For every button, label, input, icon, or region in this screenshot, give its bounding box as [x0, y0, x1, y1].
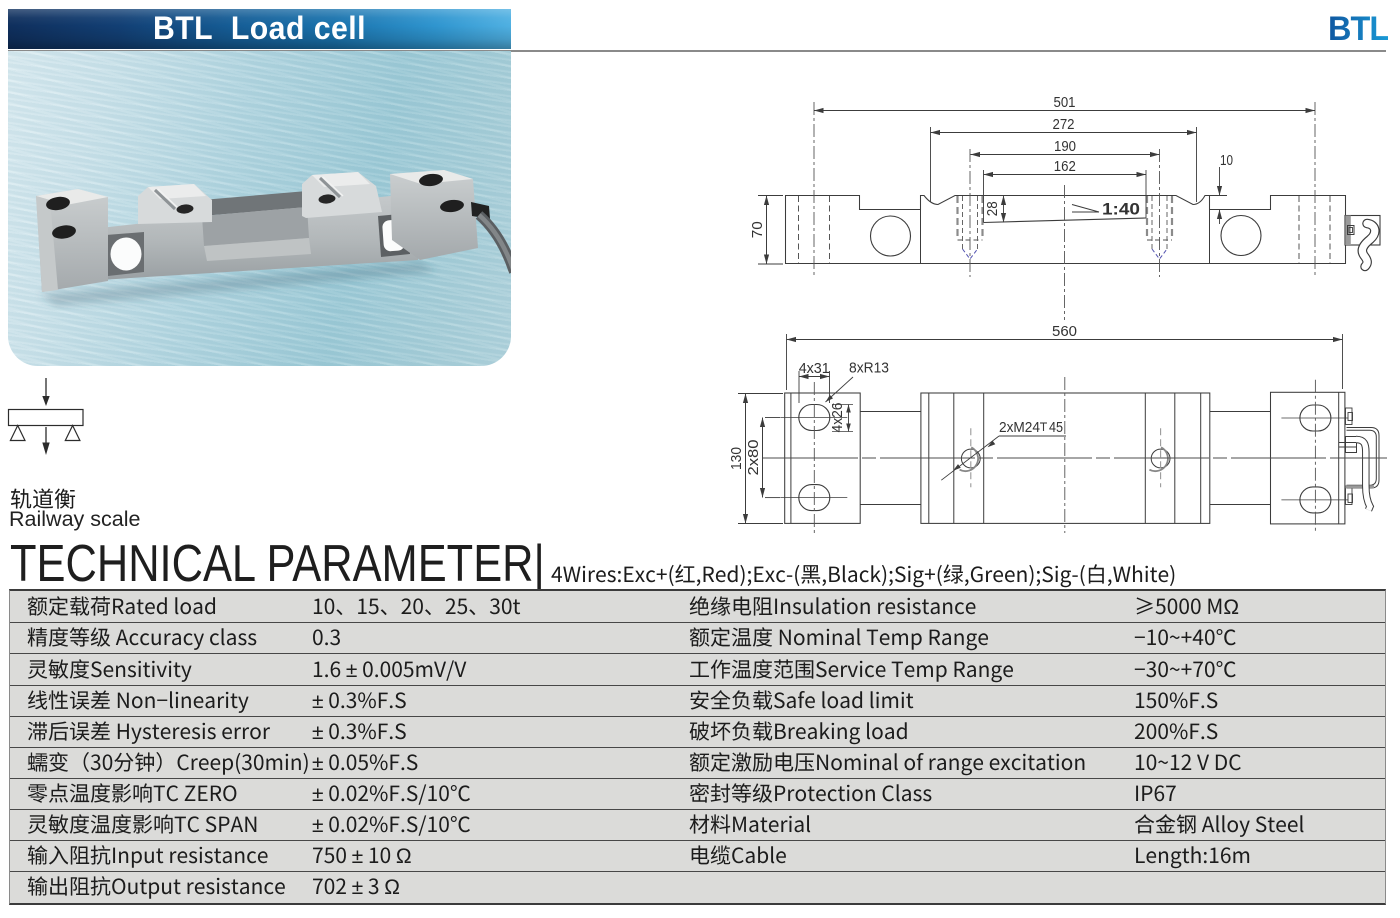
svg-text:501: 501 [1054, 94, 1076, 111]
svg-text:162: 162 [1054, 158, 1076, 175]
svg-text:2x80: 2x80 [745, 440, 762, 476]
svg-text:45: 45 [1049, 419, 1063, 436]
svg-text:10: 10 [1220, 152, 1233, 169]
svg-text:70: 70 [749, 221, 766, 238]
svg-text:28: 28 [984, 201, 1001, 216]
svg-text:272: 272 [1053, 116, 1075, 133]
svg-text:4x31: 4x31 [799, 360, 830, 377]
svg-text:130: 130 [728, 447, 745, 470]
svg-text:8xR13: 8xR13 [849, 360, 889, 377]
svg-text:2xM24: 2xM24 [999, 419, 1040, 436]
svg-text:1:40: 1:40 [1102, 200, 1140, 219]
svg-text:4x26: 4x26 [829, 403, 846, 433]
svg-text:190: 190 [1054, 138, 1076, 155]
svg-text:560: 560 [1052, 323, 1077, 340]
